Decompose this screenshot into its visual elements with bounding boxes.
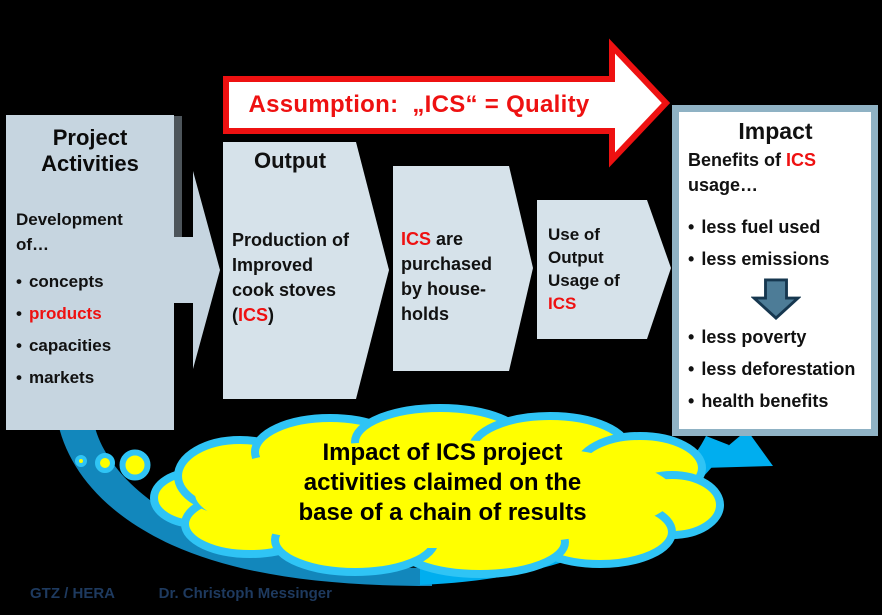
bullet-icon: • bbox=[16, 368, 22, 387]
impact-lead: Benefits of ICS usage… bbox=[688, 148, 863, 198]
ics-label: ICS bbox=[238, 305, 269, 325]
cloud-callout-icon bbox=[150, 404, 724, 578]
purchase-line1: ICS are bbox=[401, 227, 531, 252]
bullet-icon: • bbox=[688, 359, 695, 379]
paren: ) bbox=[268, 305, 275, 325]
project-activities-bullet-list: • concepts • products • capacities • markets bbox=[16, 269, 174, 390]
bullet-label-highlighted: products bbox=[28, 304, 102, 323]
bullet-label: markets bbox=[28, 368, 95, 387]
connector-arrow-icon bbox=[166, 171, 220, 369]
paren: ( bbox=[232, 305, 238, 325]
footer-author: Dr. Christoph Messinger bbox=[158, 585, 332, 602]
impact-lead-line2: usage… bbox=[688, 175, 759, 195]
bullet-icon: • bbox=[16, 304, 22, 323]
purchase-line1-rest: are bbox=[431, 229, 464, 249]
ics-label: ICS bbox=[401, 229, 432, 249]
bullet-label: health benefits bbox=[701, 391, 829, 411]
impact-box: Impact Benefits of ICS usage… • less fuel… bbox=[672, 105, 878, 436]
impact-title: Impact bbox=[738, 118, 813, 144]
bullet-label: less poverty bbox=[701, 327, 807, 347]
assumption-arrow-icon bbox=[223, 38, 671, 168]
bullet-icon: • bbox=[688, 217, 695, 237]
bullet-label: less deforestation bbox=[701, 359, 856, 379]
bullet-label: concepts bbox=[28, 272, 104, 291]
impact-bullets-top: • less fuel used • less emissions bbox=[688, 214, 863, 272]
bullet-icon: • bbox=[688, 249, 695, 269]
ics-label: ICS bbox=[786, 150, 817, 170]
list-item: • capacities bbox=[16, 333, 174, 358]
bullet-icon: • bbox=[688, 391, 695, 411]
bullet-label: less fuel used bbox=[701, 217, 821, 237]
project-activities-intro: Development of… bbox=[16, 210, 123, 254]
list-item: • concepts bbox=[16, 269, 174, 294]
purchase-lines: purchased by house- holds bbox=[401, 254, 493, 324]
project-box-shadow bbox=[174, 116, 182, 244]
list-item: • less deforestation bbox=[688, 356, 863, 382]
bullet-label: capacities bbox=[28, 336, 112, 355]
swoosh-arrowhead-icon bbox=[702, 430, 773, 468]
list-item: • less poverty bbox=[688, 324, 863, 350]
footer-org: GTZ / HERA bbox=[30, 585, 115, 602]
cloud-callout-text: Impact of ICS project activities claimed… bbox=[298, 439, 587, 526]
purchase-body: ICS are purchased by house- holds bbox=[401, 227, 531, 327]
bullet-icon: • bbox=[688, 327, 695, 347]
footer: GTZ / HERA Dr. Christoph Messinger bbox=[30, 585, 332, 602]
ics-label: ICS bbox=[548, 294, 577, 313]
output-body: Production of Improved cook stoves (ICS) bbox=[232, 228, 382, 328]
impact-lead-prefix: Benefits of bbox=[688, 150, 787, 170]
use-body: Use of Output Usage of ICS bbox=[548, 223, 658, 315]
list-item: • products bbox=[16, 301, 174, 326]
impact-down-arrow-wrap bbox=[688, 278, 863, 321]
purchase-pentagon bbox=[393, 166, 533, 371]
list-item: • less emissions bbox=[688, 246, 863, 272]
list-item: • markets bbox=[16, 365, 174, 390]
project-activities-title: Project Activities bbox=[41, 125, 139, 176]
output-pentagon bbox=[223, 142, 389, 399]
output-title: Output bbox=[253, 148, 327, 173]
output-lines: Production of Improved cook stoves bbox=[232, 230, 349, 300]
bullet-icon: • bbox=[16, 336, 22, 355]
down-arrow-icon bbox=[749, 278, 802, 321]
bullet-icon: • bbox=[16, 272, 22, 291]
project-activities-box: Project Activities Development of… • conc… bbox=[6, 115, 174, 430]
impact-bullets-bottom: • less poverty • less deforestation • healt… bbox=[688, 324, 863, 414]
assumption-banner-label: Assumption: „ICS“ = Quality bbox=[248, 91, 590, 118]
use-lines: Use of Output Usage of bbox=[548, 225, 620, 290]
output-ics-line: (ICS) bbox=[232, 303, 382, 328]
thought-dots-icon bbox=[75, 449, 151, 481]
use-pentagon bbox=[537, 200, 671, 339]
bullet-label: less emissions bbox=[701, 249, 830, 269]
list-item: • less fuel used bbox=[688, 214, 863, 240]
list-item: • health benefits bbox=[688, 388, 863, 414]
